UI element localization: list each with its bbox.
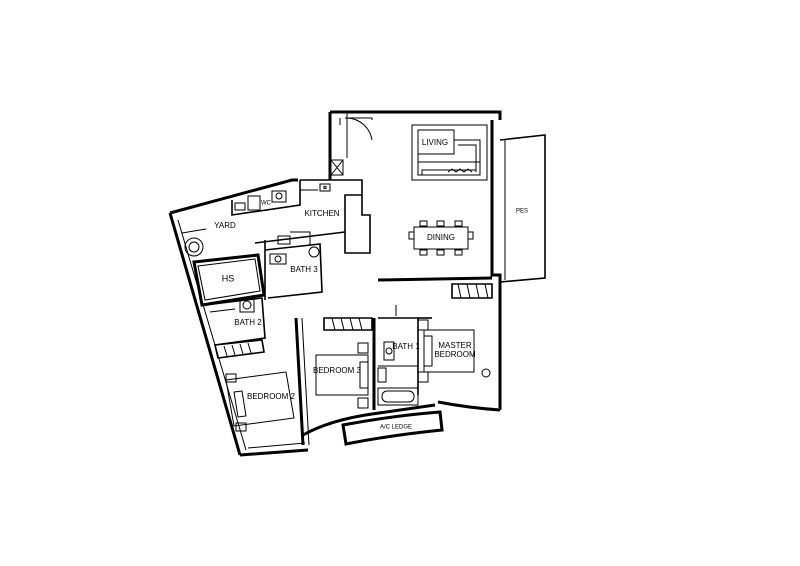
ac-ledge-label: A/C LEDGE [380,425,412,431]
bedroom3-label: BEDROOM 3 [313,366,362,375]
bath1-room [377,305,419,406]
bedroom3-wardrobe [323,317,373,331]
bedroom2-wardrobe [214,339,265,359]
bath1-label: BATH 1 [392,342,420,351]
living-label: LIVING [422,138,448,147]
yard-fixtures [181,228,207,257]
master-bedroom-label-line2: BEDROOM [434,350,476,359]
hs-label: HS [222,273,235,283]
dining-table-icon [408,220,474,256]
pes-label: PES [516,209,528,215]
dining-label: DINING [427,233,455,242]
hs-room [192,253,266,307]
bath3-room [264,243,323,299]
kitchen-label: KITCHEN [304,209,339,218]
ac-ledge [341,410,444,446]
master-bed-icon [417,319,475,383]
bedroom2-label: BEDROOM 2 [247,392,296,401]
master-fixture-icon [481,368,491,378]
master-wardrobe [451,283,493,299]
bath2-room [204,297,266,346]
bedroom2-bed-icon [225,371,295,432]
exterior-walls [168,110,502,457]
entrance-door [339,112,373,158]
yard-label: YARD [214,221,236,230]
master-bedroom-walls [377,276,493,319]
wc-room [231,180,301,216]
bath3-label: BATH 3 [290,265,318,274]
pes-area [499,134,546,283]
master-bedroom-label-line1: MASTER [438,341,472,350]
bedroom3-bed-icon [315,342,369,409]
bath2-label: BATH 2 [234,318,262,327]
wc-label: WC [261,201,272,207]
kitchen-counter [300,159,371,254]
living-sofa-icon [411,124,488,181]
